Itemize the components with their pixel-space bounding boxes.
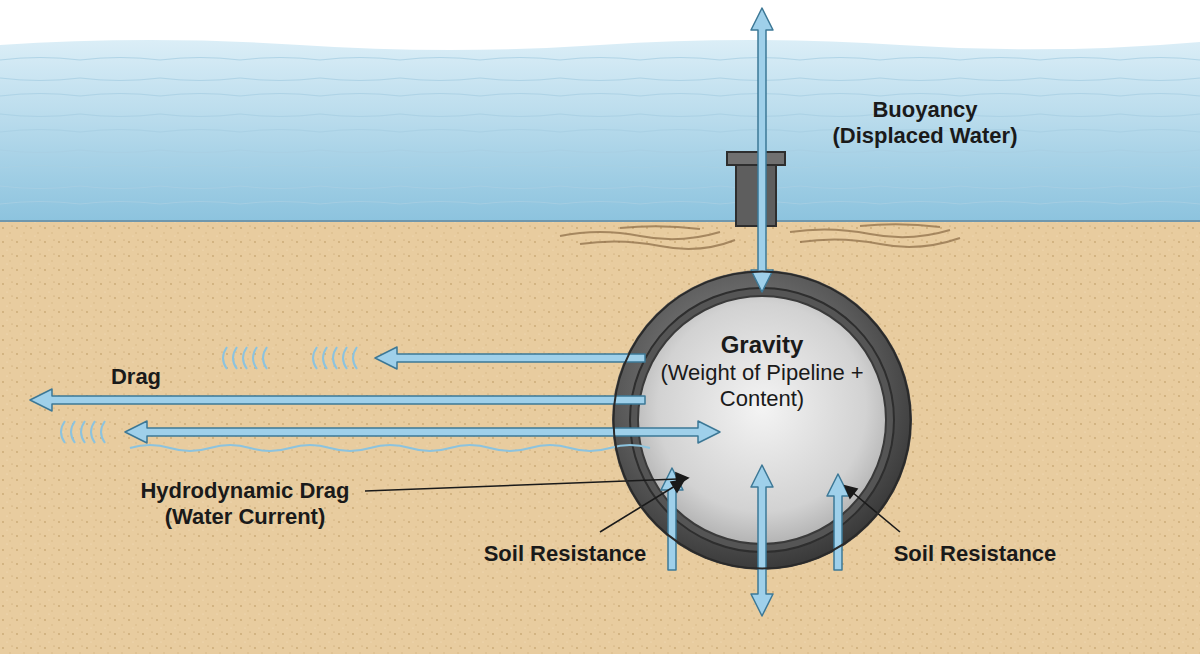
force-heading: Gravity (660, 330, 865, 360)
force-label: Hydrodynamic Drag (Water Current) (120, 478, 370, 530)
force-label: Buoyancy (Displaced Water) (820, 97, 1030, 149)
pipe-outline (612, 270, 912, 570)
force-description: (Weight of Pipeline + Content) (660, 360, 865, 412)
pipeline-section: Gravity(Weight of Pipeline + Content) (612, 270, 912, 570)
force-label: Soil Resistance (465, 541, 665, 567)
force-label: Soil Resistance (875, 541, 1075, 567)
force-label: Drag (86, 364, 186, 390)
